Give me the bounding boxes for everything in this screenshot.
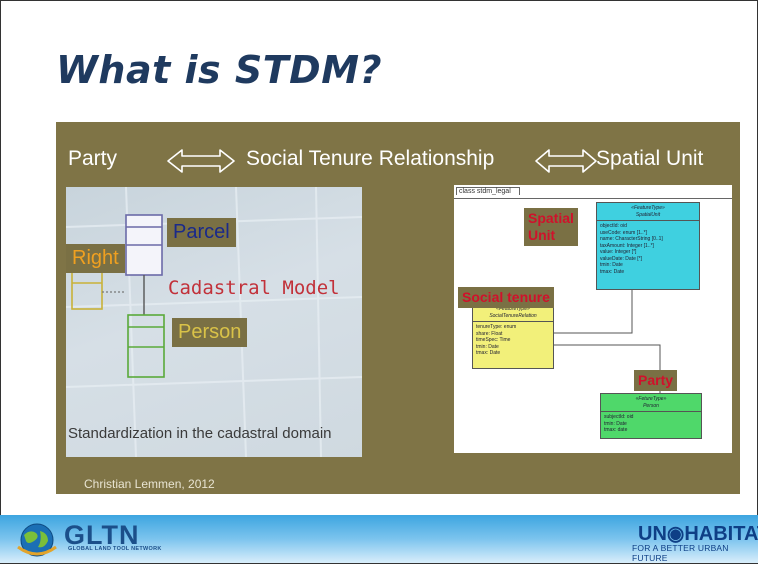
label-spatial-unit: Spatial Unit <box>524 208 578 246</box>
unhabitat-logo-text: UN◉HABITAT <box>638 523 758 545</box>
socialtenure-class-box: «FeatureType» SocialTenureRelation tenur… <box>472 303 554 369</box>
class-attr: valueDate: Date [*] <box>600 255 642 262</box>
class-attributes: subjectId: oid tmin: Date tmax: date <box>601 412 701 436</box>
uml-diagram: class stdm_legal «FeatureType» SpatialUn… <box>454 185 732 453</box>
label-cadastral-model: Cadastral Model <box>168 277 340 299</box>
class-attr: taxAmount: Integer [1..*] <box>600 242 654 249</box>
label-spatial-line1: Spatial <box>528 210 574 226</box>
footer-band <box>0 515 758 563</box>
diagram-tab: class stdm_legal <box>456 187 520 195</box>
label-party: Party <box>634 370 678 391</box>
gltn-globe-icon <box>17 523 57 557</box>
label-person: Person <box>172 318 248 347</box>
class-name: SocialTenureRelation <box>489 312 537 319</box>
class-attr: tenureType: enum <box>476 324 517 330</box>
label-social-tenure: Social tenure <box>458 287 554 308</box>
class-attr: tmax: date <box>604 427 628 433</box>
gltn-logo-text: GLTN <box>64 520 140 550</box>
class-attr: value: Integer [*] <box>600 249 637 255</box>
header-spatial-unit: Spatial Unit <box>596 147 704 170</box>
class-name: SpatialUnit <box>635 211 661 218</box>
class-header: «FeatureType» SocialTenureRelation <box>473 304 553 322</box>
class-stereotype: «FeatureType» <box>631 205 665 211</box>
class-attr: subjectId: oid <box>604 414 634 420</box>
class-name: Person <box>643 402 659 409</box>
class-attr: share: Float <box>476 330 503 337</box>
credit-text: Christian Lemmen, 2012 <box>84 477 215 491</box>
class-attr: tmax: Date <box>476 350 501 356</box>
class-attr: tmin: Date <box>604 420 627 427</box>
double-arrow-icon <box>167 149 235 173</box>
label-spatial-line2: Unit <box>528 227 556 243</box>
class-header: «FeatureType» SpatialUnit <box>597 203 699 221</box>
class-attr: tmin: Date <box>600 262 623 268</box>
class-attributes: tenureType: enum share: Float timeSpec: … <box>473 322 553 359</box>
image-caption: Standardization in the cadastral domain <box>68 425 332 442</box>
diagram-divider <box>454 198 732 199</box>
spatialunit-class-box: «FeatureType» SpatialUnit objectId: oid … <box>596 202 700 290</box>
label-parcel: Parcel <box>167 218 236 247</box>
class-attr: tmax: Date <box>600 268 625 275</box>
class-stereotype: «FetureType» <box>635 396 667 402</box>
class-stereotype: «FeatureType» <box>496 306 530 312</box>
slide-title: What is STDM? <box>56 48 383 92</box>
unhabitat-logo-subtitle: FOR A BETTER URBAN FUTURE <box>632 543 729 563</box>
class-attributes: objectId: oid useCode: enum [1..*] name:… <box>597 221 699 277</box>
header-party: Party <box>68 147 118 170</box>
double-arrow-icon <box>535 149 597 173</box>
class-header: «FetureType» Person <box>601 394 701 412</box>
label-right: Right <box>66 244 125 273</box>
gltn-logo-subtitle: GLOBAL LAND TOOL NETWORK <box>68 546 162 552</box>
class-attr: tmin: Date <box>476 343 499 350</box>
class-attr: name: CharacterString [0..1] <box>600 236 663 242</box>
class-attr: timeSpec: Time <box>476 337 511 343</box>
class-attr: useCode: enum [1..*] <box>600 229 647 236</box>
header-social-tenure: Social Tenure Relationship <box>246 147 495 170</box>
person-class-box: «FetureType» Person subjectId: oid tmin:… <box>600 393 702 439</box>
class-attr: objectId: oid <box>600 223 627 229</box>
sketch-background <box>66 187 362 457</box>
